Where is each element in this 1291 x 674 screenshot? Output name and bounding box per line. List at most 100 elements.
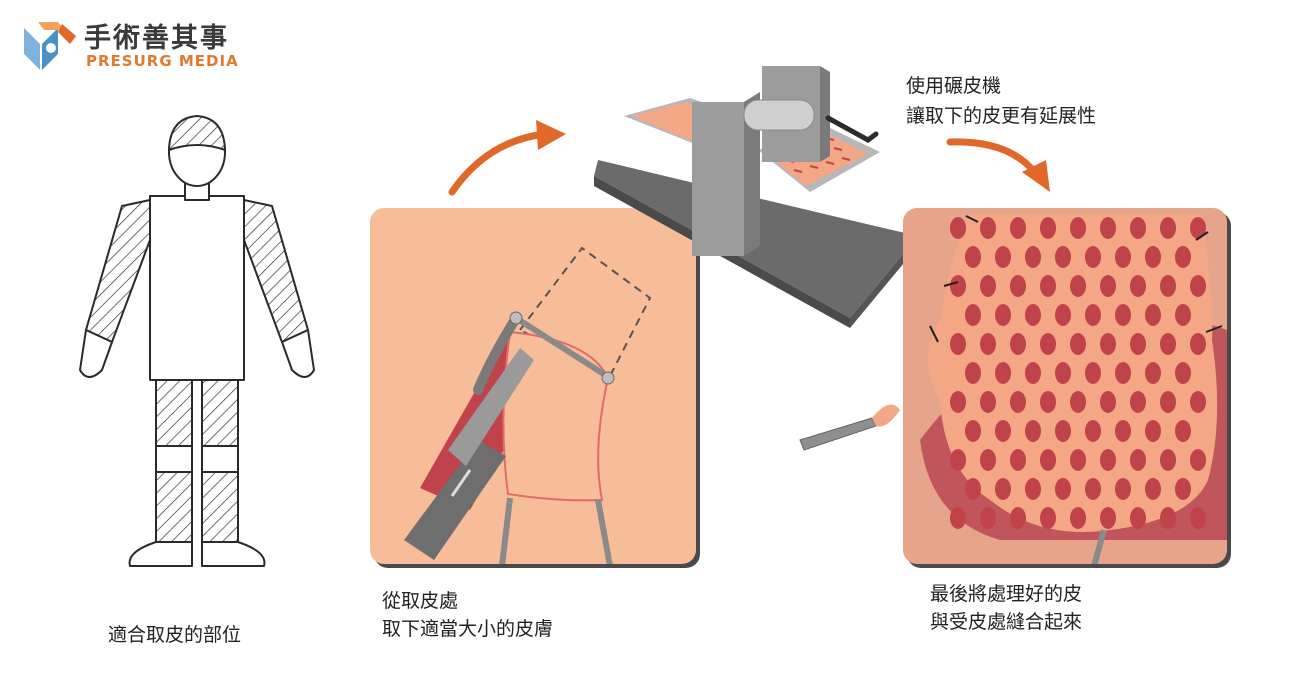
mesh-hole	[1160, 507, 1176, 529]
shin-left	[155, 471, 193, 543]
mesh-hole	[1040, 391, 1056, 413]
panel-graft	[799, 208, 1231, 568]
mesh-hole	[1040, 507, 1056, 529]
mesh-hole	[965, 304, 981, 326]
foot-right	[201, 541, 266, 567]
panel-harvest	[370, 208, 700, 568]
mesh-hole	[1130, 333, 1146, 355]
mesh-hole	[1010, 275, 1026, 297]
mesh-hole	[1085, 362, 1101, 384]
mesh-hole	[1175, 478, 1191, 500]
caption-graft-line1: 最後將處理好的皮	[930, 583, 1083, 605]
human-figure	[79, 115, 315, 567]
mesh-hole	[1160, 333, 1176, 355]
mesh-hole	[950, 391, 966, 413]
mesh-hole	[1115, 478, 1131, 500]
mesh-hole	[1025, 420, 1041, 442]
mesh-hole	[1055, 362, 1071, 384]
mesh-hole	[1190, 275, 1206, 297]
mesh-hole	[1160, 449, 1176, 471]
graft-mesh-holes	[950, 217, 1206, 529]
scalpel-icon	[799, 417, 877, 451]
mesh-hole	[1145, 246, 1161, 268]
mesh-hole	[1175, 362, 1191, 384]
mesh-hole	[1145, 362, 1161, 384]
mesh-hole	[1100, 217, 1116, 239]
mesh-hole	[980, 333, 996, 355]
mesh-hole	[1040, 217, 1056, 239]
mesh-hole	[950, 275, 966, 297]
mesh-hole	[950, 449, 966, 471]
caption-mesher-line1: 使用碾皮機	[906, 75, 1002, 97]
mesh-hole	[1010, 391, 1026, 413]
hand-left	[79, 329, 113, 378]
mesh-hole	[1055, 478, 1071, 500]
harvested-skin-flap	[502, 330, 610, 502]
arm-right	[243, 199, 309, 343]
mesh-hole	[1025, 362, 1041, 384]
mesh-hole	[1025, 478, 1041, 500]
mesh-hole	[1025, 304, 1041, 326]
mesh-hole	[980, 449, 996, 471]
mesh-hole	[1190, 507, 1206, 529]
thigh-left	[155, 379, 193, 447]
mesh-hole	[1145, 478, 1161, 500]
skin-mesher-machine	[594, 66, 918, 328]
scalp-hatch	[168, 115, 226, 151]
mesh-hole	[1055, 304, 1071, 326]
mesh-hole	[1070, 449, 1086, 471]
mesh-hole	[995, 420, 1011, 442]
mesh-hole	[1115, 420, 1131, 442]
shin-right	[201, 471, 239, 543]
mesh-hole	[995, 304, 1011, 326]
graft-forceps-icon	[1091, 529, 1107, 564]
mesh-hole	[1160, 275, 1176, 297]
mesh-hole	[1145, 304, 1161, 326]
mesh-hole	[1025, 246, 1041, 268]
mesh-hole	[995, 246, 1011, 268]
mesh-hole	[1115, 362, 1131, 384]
mesh-hole	[1040, 275, 1056, 297]
mesh-hole	[1085, 478, 1101, 500]
caption-graft-line2: 與受皮處縫合起來	[930, 611, 1083, 633]
meshed-skin-graft	[928, 214, 1218, 532]
mesh-hole	[980, 275, 996, 297]
logo-name-english: PRESURG MEDIA	[86, 52, 239, 70]
caption-mesher-line2: 讓取下的皮更有延展性	[906, 105, 1097, 127]
arm-left	[85, 199, 151, 343]
mesh-hole	[1085, 304, 1101, 326]
mesh-hole	[1130, 391, 1146, 413]
mesh-hole	[995, 478, 1011, 500]
mesh-hole	[1010, 507, 1026, 529]
hand-right	[281, 329, 315, 378]
mesh-hole	[1085, 420, 1101, 442]
mesh-hole	[965, 362, 981, 384]
logo-mark-icon	[24, 22, 76, 70]
arrow-to-graft	[946, 138, 1050, 192]
mesh-hole	[1190, 449, 1206, 471]
sutures	[929, 215, 1223, 343]
mesh-hole	[1100, 275, 1116, 297]
forceps-icon	[499, 497, 613, 564]
mesh-hole	[950, 217, 966, 239]
mesher-crank-handle	[825, 115, 879, 143]
mesh-hole	[1055, 420, 1071, 442]
mesh-hole	[965, 246, 981, 268]
mesh-hole	[980, 217, 996, 239]
logo-name-chinese: 手術善其事	[84, 23, 229, 54]
mesh-hole	[995, 362, 1011, 384]
mesh-hole	[1010, 449, 1026, 471]
caption-body-sites: 適合取皮的部位	[108, 624, 242, 646]
mesh-hole	[1100, 391, 1116, 413]
mesh-hole	[1010, 217, 1026, 239]
mesh-hole	[1100, 449, 1116, 471]
mesh-hole	[1190, 217, 1206, 239]
mesher-roller	[743, 99, 815, 131]
mesh-hole	[1130, 217, 1146, 239]
mesh-hole	[950, 507, 966, 529]
mesh-hole	[1130, 507, 1146, 529]
mesh-hole	[1085, 246, 1101, 268]
mesh-hole	[1190, 333, 1206, 355]
arrow-to-mesher	[448, 120, 566, 196]
mesh-hole	[965, 478, 981, 500]
